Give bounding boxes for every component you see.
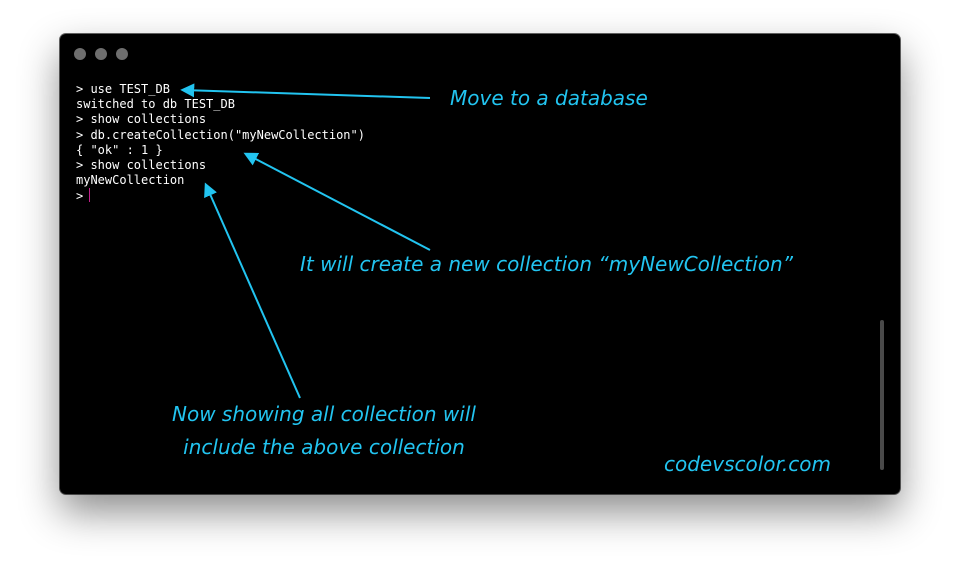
watermark: codevscolor.com	[664, 452, 831, 476]
window-controls	[74, 48, 128, 60]
text-cursor	[89, 188, 91, 203]
terminal-line: > show collections	[76, 157, 207, 172]
annotation-create: It will create a new collection “myNewCo…	[300, 252, 793, 276]
terminal-window: > use TEST_DB switched to db TEST_DB > s…	[60, 34, 900, 494]
annotation-show-line1: Now showing all collection will	[172, 402, 476, 426]
terminal-line: switched to db TEST_DB	[76, 97, 235, 112]
terminal-line: myNewCollection	[76, 173, 185, 188]
annotation-show: Now showing all collection will include …	[172, 398, 476, 464]
arrow-to-new-collection	[204, 182, 301, 399]
terminal-output[interactable]: > use TEST_DB switched to db TEST_DB > s…	[76, 82, 365, 204]
terminal-line: > show collections	[76, 112, 207, 127]
terminal-prompt-line[interactable]: >	[76, 188, 365, 203]
minimize-button[interactable]	[95, 48, 107, 60]
terminal-line: > db.createCollection("myNewCollection")	[76, 127, 365, 142]
terminal-line: > use TEST_DB	[76, 82, 170, 96]
close-button[interactable]	[74, 48, 86, 60]
annotation-move: Move to a database	[450, 86, 648, 110]
annotation-show-line2: include the above collection	[183, 435, 465, 459]
terminal-line: { "ok" : 1 }	[76, 142, 163, 157]
scrollbar[interactable]	[880, 320, 884, 470]
terminal-prompt: >	[76, 189, 84, 204]
zoom-button[interactable]	[116, 48, 128, 60]
